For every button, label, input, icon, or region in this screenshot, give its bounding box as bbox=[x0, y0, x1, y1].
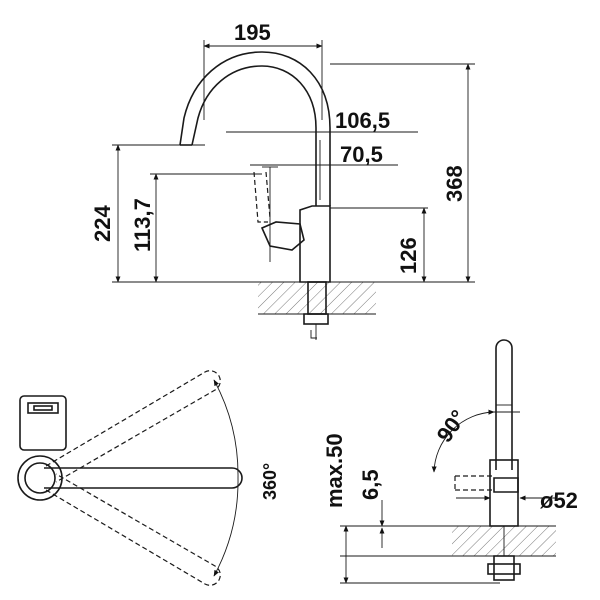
dim-lever-height-113-7: 113,7 bbox=[130, 198, 155, 252]
dim-lever-offset-70-5: 70,5 bbox=[340, 142, 383, 167]
lever-side bbox=[253, 166, 305, 262]
front-view: 90° ø52 max.50 6,5 bbox=[322, 339, 578, 584]
front-body bbox=[489, 459, 519, 527]
dim-reach-106-5: 106,5 bbox=[335, 108, 390, 133]
top-body bbox=[19, 395, 67, 451]
dim-total-height-368: 368 bbox=[442, 165, 467, 202]
side-view: 195 106,5 70,5 368 224 113,7 126 bbox=[90, 20, 475, 340]
dim-max-thickness-50: max.50 bbox=[322, 433, 347, 508]
dim-body-height-126: 126 bbox=[396, 237, 421, 274]
front-spout bbox=[495, 339, 513, 470]
dim-rotation-360: 360° bbox=[260, 463, 280, 500]
dim-min-thickness-6-5: 6,5 bbox=[358, 469, 383, 500]
dim-lever-angle-90: 90° bbox=[432, 405, 472, 447]
spout-top-rotated-down bbox=[45, 473, 221, 586]
dim-spout-height-224: 224 bbox=[90, 205, 115, 242]
spout-top-rotated-up bbox=[45, 370, 221, 483]
dim-hole-diameter-52: ø52 bbox=[540, 488, 578, 513]
front-lever-dashed bbox=[454, 475, 494, 491]
mounting-fixture bbox=[303, 281, 329, 340]
countertop-section bbox=[258, 282, 376, 314]
faucet-body bbox=[299, 205, 331, 283]
spout bbox=[191, 65, 317, 206]
top-view: 360° bbox=[17, 370, 280, 586]
spout-top-solid bbox=[44, 467, 243, 489]
rotation-arc bbox=[213, 379, 239, 577]
dim-width-195: 195 bbox=[234, 20, 271, 45]
